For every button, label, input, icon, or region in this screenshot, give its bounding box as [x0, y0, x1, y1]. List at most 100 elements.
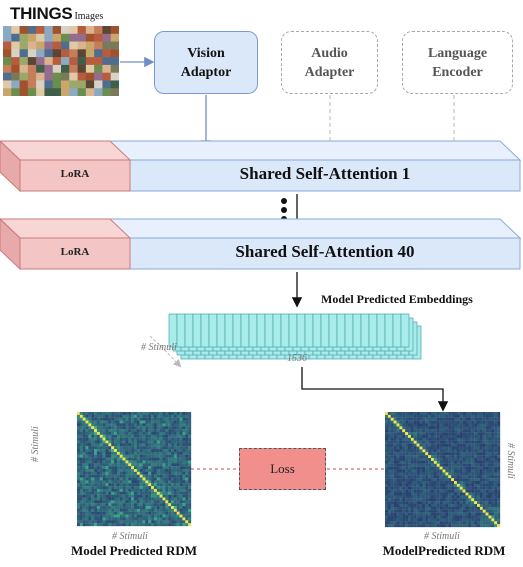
- rdm-cell: [182, 414, 186, 418]
- rdm-cell: [485, 432, 489, 436]
- rdm-cell: [139, 414, 143, 418]
- rdm-cell: [142, 471, 146, 475]
- rdm-cell: [151, 420, 155, 424]
- rdm-cell: [165, 451, 169, 455]
- rdm-cell: [385, 492, 389, 496]
- rdm-cell: [428, 420, 432, 424]
- rdm-cell: [431, 420, 435, 424]
- rdm-right-caption: ModelPredicted RDM: [382, 543, 506, 558]
- rdm-cell: [387, 452, 391, 456]
- rdm-cell: [479, 466, 483, 470]
- rdm-cell: [399, 432, 403, 436]
- rdm-cell: [156, 491, 160, 495]
- rdm-cell: [136, 423, 140, 427]
- rdm-cell: [119, 457, 123, 461]
- rdm-cell: [153, 457, 157, 461]
- loss-label: Loss: [270, 461, 295, 476]
- rdm-cell: [390, 521, 394, 525]
- rdm-cell: [390, 435, 394, 439]
- rdm-cell: [396, 489, 400, 493]
- rdm-cell: [451, 466, 455, 470]
- rdm-cell: [102, 494, 106, 498]
- rdm-cell: [454, 417, 458, 421]
- rdm-cell: [439, 426, 443, 430]
- rdm-cell: [188, 434, 192, 438]
- rdm-cell: [119, 474, 123, 478]
- rdm-cell: [145, 477, 149, 481]
- rdm-cell: [156, 517, 160, 521]
- rdm-cell: [136, 463, 140, 467]
- rdm-cell: [410, 426, 414, 430]
- rdm-cell: [139, 437, 143, 441]
- rdm-cell: [171, 417, 175, 421]
- rdm-cell: [454, 483, 458, 487]
- rdm-cell: [451, 512, 455, 516]
- rdm-cell: [422, 486, 426, 490]
- rdm-cell: [173, 417, 177, 421]
- collage-tile: [102, 41, 112, 50]
- rdm-cell: [128, 477, 132, 481]
- rdm-cell: [396, 501, 400, 505]
- rdm-cell: [390, 506, 394, 510]
- rdm-cell: [105, 420, 109, 424]
- rdm-cell: [385, 486, 389, 490]
- rdm-cell: [188, 417, 192, 421]
- rdm-cell: [131, 449, 135, 453]
- rdm-cell: [159, 457, 163, 461]
- rdm-cell: [91, 517, 95, 521]
- rdm-cell: [468, 463, 472, 467]
- rdm-cell: [482, 504, 486, 508]
- rdm-cell: [416, 440, 420, 444]
- rdm-cell: [436, 501, 440, 505]
- rdm-cell: [151, 451, 155, 455]
- rdm-cell: [171, 412, 175, 415]
- rdm-cell: [96, 434, 100, 438]
- rdm-cell: [477, 478, 481, 482]
- rdm-cell: [419, 495, 423, 499]
- rdm-cell: [459, 449, 463, 453]
- rdm-cell: [402, 501, 406, 505]
- rdm-cell: [494, 521, 498, 525]
- rdm-cell: [139, 423, 143, 427]
- rdm-cell: [122, 463, 126, 467]
- rdm-cell: [153, 508, 157, 512]
- rdm-cell: [428, 458, 432, 462]
- rdm-cell: [156, 446, 160, 450]
- rdm-cell: [82, 460, 86, 464]
- rdm-cell: [405, 518, 409, 522]
- rdm-cell: [153, 440, 157, 444]
- rdm-cell: [173, 483, 177, 487]
- rdm-cell: [82, 440, 86, 444]
- rdm-cell: [408, 458, 412, 462]
- rdm-cell: [122, 486, 126, 490]
- collage-tile: [69, 49, 78, 58]
- rdm-cell: [188, 477, 192, 481]
- rdm-cell: [102, 483, 106, 487]
- rdm-cell: [477, 420, 481, 424]
- rdm-cell: [82, 477, 86, 481]
- rdm-cell: [385, 495, 389, 499]
- rdm-cell: [402, 524, 406, 528]
- rdm-cell: [399, 469, 403, 473]
- rdm-cell: [128, 414, 132, 418]
- rdm-cell: [96, 471, 100, 475]
- rdm-cell: [159, 497, 163, 501]
- rdm-cell: [125, 486, 129, 490]
- rdm-cell: [402, 440, 406, 444]
- rdm-cell: [185, 420, 189, 424]
- rdm-cell: [405, 489, 409, 493]
- rdm-cell: [497, 489, 501, 493]
- rdm-cell: [474, 501, 478, 505]
- rdm-cell: [108, 457, 112, 461]
- rdm-cell: [491, 498, 495, 502]
- rdm-cell: [419, 432, 423, 436]
- rdm-cell: [125, 511, 129, 515]
- rdm-cell: [445, 475, 449, 479]
- rdm-cell: [494, 515, 498, 519]
- rdm-cell: [128, 480, 132, 484]
- rdm-cell: [91, 494, 95, 498]
- rdm-cell: [491, 437, 495, 441]
- rdm-cell: [425, 452, 429, 456]
- rdm-cell: [108, 474, 112, 478]
- rdm-cell: [462, 478, 466, 482]
